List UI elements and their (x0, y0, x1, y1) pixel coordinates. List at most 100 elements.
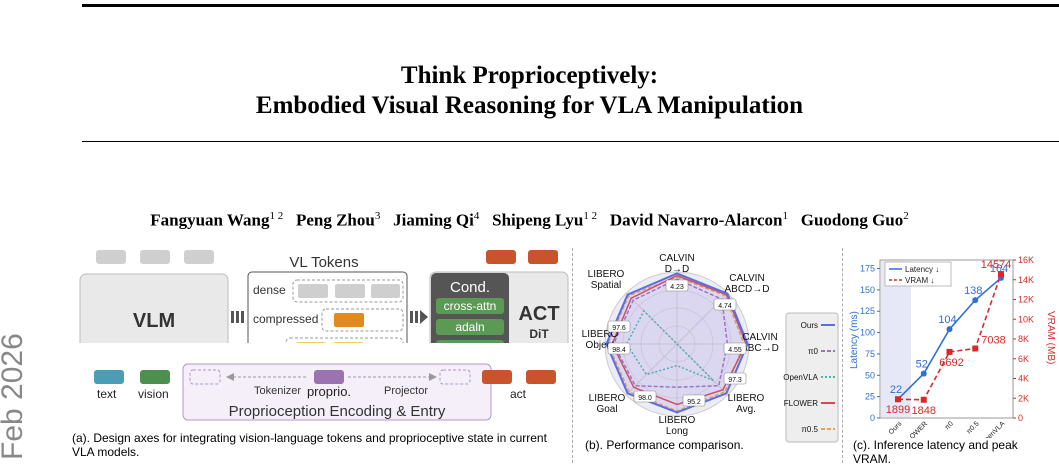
left-tick-label: 0 (870, 413, 875, 423)
right-tick-label: 16K (1018, 255, 1034, 265)
figure-a-design-axes: VLM VL Tokens dense compressed pooled Co… (79, 250, 569, 343)
radar-spoke (625, 292, 678, 345)
author-aff: 1 (782, 210, 788, 222)
radar-legend-label: π0.5 (801, 425, 818, 434)
radar-value-box (713, 298, 737, 311)
author-name: Shipeng Lyu (492, 210, 584, 230)
dense-token (298, 284, 328, 298)
entry-title: Proprioception Encoding & Entry (229, 403, 446, 420)
right-tick-label: 0 (1018, 413, 1023, 423)
radar-value-box (633, 390, 657, 403)
token-row-dense-frame (292, 279, 404, 303)
author-aff: 1 2 (583, 210, 598, 222)
figure-b-caption: (b). Performance comparison. (585, 438, 744, 452)
radar-series-openvla (625, 309, 715, 382)
radar-value-box (665, 279, 689, 292)
left-tick-label: 100 (860, 328, 875, 338)
act-sub-label: DiT (529, 327, 549, 341)
projector-arrowhead (429, 373, 437, 381)
act-input-token (482, 370, 512, 384)
legend-vision-swatch (140, 370, 170, 384)
dense-token (371, 284, 400, 298)
legend-text-label: text (97, 387, 117, 401)
cond-item-label: in-context (444, 341, 497, 343)
vl-tokens-box (247, 271, 408, 343)
y2-axis-label: VRAM (MB) (1045, 311, 1056, 364)
left-tick-label: 175 (860, 264, 875, 274)
author-aff: 4 (473, 210, 480, 222)
vlm-input-token (140, 250, 170, 264)
paper-title-line2: Embodied Visual Reasoning for VLA Manipu… (255, 92, 804, 119)
vram-point (895, 396, 901, 403)
author-aff: 2 (903, 210, 909, 222)
radar-spoke (625, 343, 678, 396)
left-tick-label: 150 (860, 285, 875, 295)
radar-value-label: 4.23 (670, 284, 684, 291)
author-name: David Navarro-Alarcon (609, 210, 783, 230)
radar-value-box (607, 342, 631, 355)
compressed-token (334, 313, 364, 327)
figure-a-caption: (a). Design axes for integrating vision-… (72, 431, 547, 459)
pooled-token (333, 342, 363, 343)
cond-input-arrow (410, 310, 428, 324)
radar-value-box (723, 342, 747, 355)
latency-data-label: 52 (916, 359, 928, 371)
vram-point (946, 348, 953, 355)
radar-value-box (682, 394, 706, 407)
left-tick-label: 125 (860, 306, 875, 316)
cond-item-in-context (436, 340, 504, 343)
pooled-token (296, 342, 326, 343)
radar-axis-label: D→D (665, 264, 689, 275)
radar-legend-label: π0 (808, 347, 819, 356)
radar-axis-label: CALVIN (729, 273, 764, 284)
dense-token (335, 284, 365, 298)
radar-axis-label: Long (666, 426, 688, 437)
tokenizer-arrowhead (226, 373, 234, 381)
radar-legend-label: FLOWER (784, 399, 818, 408)
radar-axis-label: Spatial (591, 280, 622, 291)
vlm-box (79, 273, 229, 343)
author-name: Fangyuan Wang (150, 210, 270, 230)
vlm-label: VLM (133, 310, 175, 332)
vram-data-label: 6692 (939, 357, 963, 369)
left-tick-label: 75 (865, 349, 875, 359)
figure-c-caption: (c). Inference latency and peak VRAM. (853, 438, 1018, 466)
radar-axis-label: LIBERO (588, 269, 625, 280)
vram-point (998, 271, 1004, 278)
figure-c-latency-vram-chart: 025507510012515017502K4K6K8K10K12K14K16K… (849, 255, 1056, 438)
legend-vision-label: vision (138, 387, 169, 401)
token-row-pooled: pooled (253, 341, 289, 343)
proprio-entry-box (182, 363, 492, 421)
radar-axis-label: CALVIN (742, 332, 777, 343)
radar-axis-label: Avg. (736, 404, 756, 415)
title-top-rule (82, 4, 1059, 7)
author-name: Peng Zhou (295, 210, 375, 230)
radar-value-box (723, 372, 747, 385)
latency-data-label: 104 (938, 314, 956, 326)
radar-value-label: 97.3 (728, 377, 742, 384)
proprio-label: proprio. (307, 384, 351, 399)
radar-value-label: 98.0 (638, 395, 652, 402)
paper-title-line1: Think Proprioceptively: (400, 62, 659, 89)
author-name: Jiaming Qi (393, 210, 474, 230)
proprio-output-slot (439, 369, 471, 385)
radar-value-label: 97.6 (612, 325, 626, 332)
cond-title: Cond. (450, 279, 490, 296)
figure-separator (572, 248, 573, 463)
right-tick-label: 12K (1018, 295, 1034, 305)
vram-data-label: 14574 (981, 259, 1012, 271)
radar-value-box (607, 320, 631, 333)
radar-value-label: 4.55 (728, 347, 742, 354)
latency-point (920, 370, 927, 377)
radar-axis-label: LIBERO (659, 415, 696, 426)
legend-box (884, 261, 952, 287)
tokenizer-label: Tokenizer (254, 385, 301, 397)
radar-axis-label: ABCD→D (724, 284, 769, 295)
vram-data-label: 1848 (912, 405, 936, 417)
right-tick-label: 10K (1018, 314, 1034, 324)
author-name: Guodong Guo (800, 210, 904, 230)
side-stamp-text: Feb 2026 (0, 333, 28, 460)
radar-series-pi05 (607, 276, 745, 412)
radar-legend-box (785, 312, 839, 443)
figure-b-radar-chart: CALVIND→DCALVINABCD→DCALVINABC→DLIBEROAv… (582, 253, 839, 443)
